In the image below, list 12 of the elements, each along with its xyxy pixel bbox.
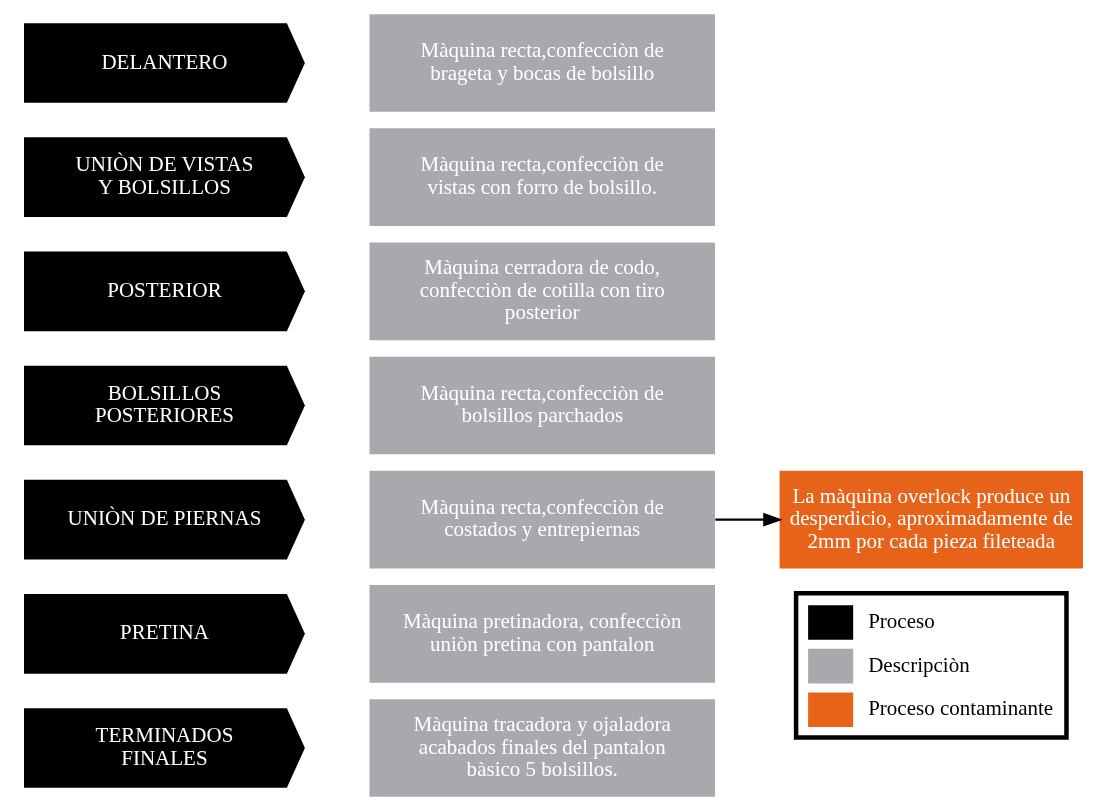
- node-box: Màquina recta,confecciòn de bolsillos parchados: [369, 356, 715, 455]
- node-box: Màquina recta,confecciòn de vistas con forro de bolsillo.: [369, 128, 715, 226]
- node-box: Màquina recta,confecciòn de brageta y bocas de bolsillo: [369, 14, 715, 112]
- node-box: Màquina recta,confecciòn de costados y entrepiernas: [369, 470, 715, 569]
- node-box: Màquina tracadora y ojaladora acabados finales del pantalon bàsico 5 bolsillos.: [369, 699, 715, 797]
- legend-label: Proceso: [867, 609, 935, 634]
- legend-label: Proceso contaminante: [867, 696, 1053, 721]
- node-box: La màquina overlock produce un desperdicio, aproximadamente de 2mm por cada pieza fileteada: [779, 470, 1083, 569]
- node-box: Màquina pretinadora, confecciòn uniòn pretina con pantalon: [369, 585, 715, 683]
- arrow: [714, 512, 783, 527]
- legend-label: Descripciòn: [867, 652, 970, 677]
- node-box: Màquina cerradora de codo, confecciòn de cotilla con tiro posterior: [369, 242, 715, 341]
